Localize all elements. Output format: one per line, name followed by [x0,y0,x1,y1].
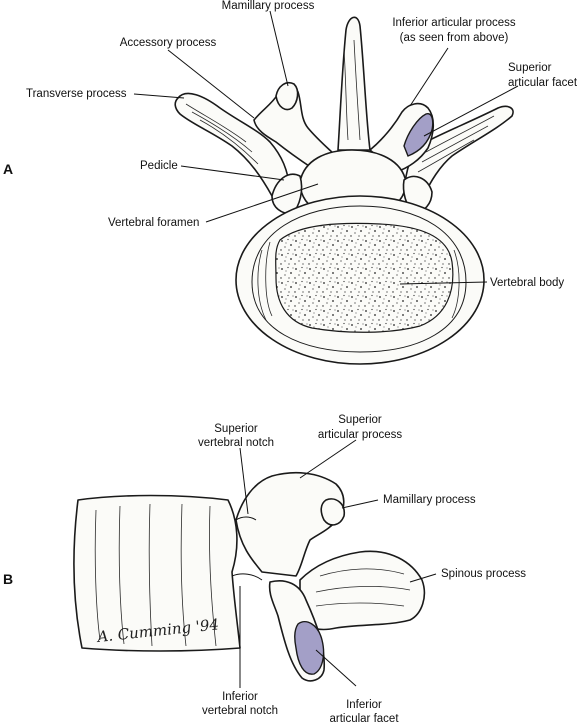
label-superior-articular-facet-line1: Superior [508,62,552,74]
vertebral-body-lateral [73,494,241,652]
label-transverse-process: Transverse process [26,88,127,100]
superior-articular-facet-a [403,113,434,157]
label-inferior-vertebral-notch-line1: Inferior [222,691,258,703]
label-mamillary-process-a: Mamillary process [222,0,315,12]
panel-a-drawing [174,16,514,365]
panel-a-leaders [133,10,519,285]
panel-a-labels: A Mamillary process Accessory process Tr… [3,0,578,289]
label-superior-articular-process-line2: articular process [318,429,403,441]
label-superior-articular-process-line1: Superior [338,414,382,426]
mamillary-process-b [320,498,346,526]
panel-b-leaders [239,439,437,688]
label-superior-vertebral-notch-line1: Superior [214,423,258,435]
label-accessory-process: Accessory process [120,37,217,49]
label-vertebral-foramen: Vertebral foramen [108,217,199,229]
label-inferior-articular-process-line1: Inferior articular process [392,17,516,29]
vertebral-body-cancellous [275,222,454,333]
panel-b-drawing [73,471,426,682]
label-inferior-vertebral-notch-line2: vertebral notch [202,705,278,717]
spinous-process-top [337,16,371,151]
label-inferior-articular-facet-line2: articular facet [329,713,399,725]
label-inferior-articular-facet-line1: Inferior [346,699,382,711]
label-mamillary-process-b: Mamillary process [383,494,476,506]
label-superior-vertebral-notch-line2: vertebral notch [198,437,274,449]
mamillary-process-left [275,81,299,111]
label-pedicle: Pedicle [140,160,178,172]
inferior-articular-facet-b [293,621,325,675]
panel-label-b: B [3,571,13,587]
spinous-process-lateral [299,550,426,631]
label-vertebral-body: Vertebral body [490,277,564,289]
label-spinous-process: Spinous process [441,568,526,580]
panel-label-a: A [3,161,13,177]
label-superior-articular-facet-line2: articular facet [508,77,578,89]
label-inferior-articular-process-line2: (as seen from above) [400,32,509,44]
